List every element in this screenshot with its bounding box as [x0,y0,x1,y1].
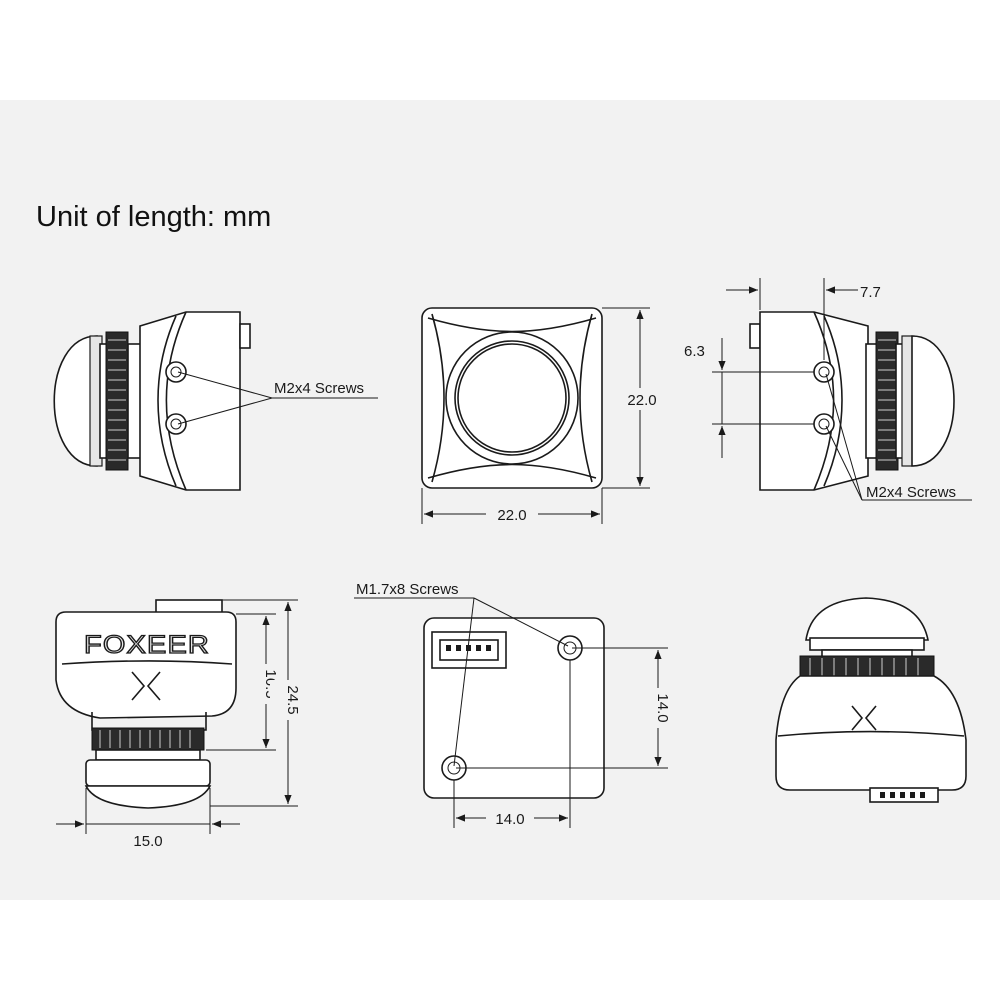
back-width-dimension: 14.0 [495,811,524,828]
brand-x-icon [131,671,161,701]
back-view: M1.7x8 Screws 14.0 14.0 [354,581,676,828]
front-view: 22.0 22.0 [421,307,662,524]
unit-title: Unit of length: mm [36,201,271,233]
lens-width-dimension: 15.0 [133,833,162,850]
m2-screws-label-left: M2x4 Screws [274,380,364,397]
m17-screws-label: M1.7x8 Screws [356,581,459,598]
front-height-dimension: 22.0 [627,392,656,409]
side-view-left: M2x4 Screws [53,311,378,491]
brand-logo: FOXEER [84,631,210,659]
total-height-dimension: 24.5 [284,685,301,714]
rear-view [775,597,967,803]
screw-spacing-dimension: 6.3 [684,343,705,360]
back-height-dimension: 14.0 [654,693,671,722]
front-width-dimension: 22.0 [497,507,526,524]
screw-icon [165,413,187,435]
top-view: FOXEER 16.5 24.5 [55,599,306,850]
side-offset-dimension: 7.7 [860,284,881,301]
screw-icon [165,361,187,383]
m2-screws-label-right: M2x4 Screws [866,484,956,501]
brand-x-icon [851,705,877,731]
screw-icon [813,413,835,435]
screw-icon [813,361,835,383]
side-view-right: 7.7 6.3 M2x4 Screws [684,278,972,501]
